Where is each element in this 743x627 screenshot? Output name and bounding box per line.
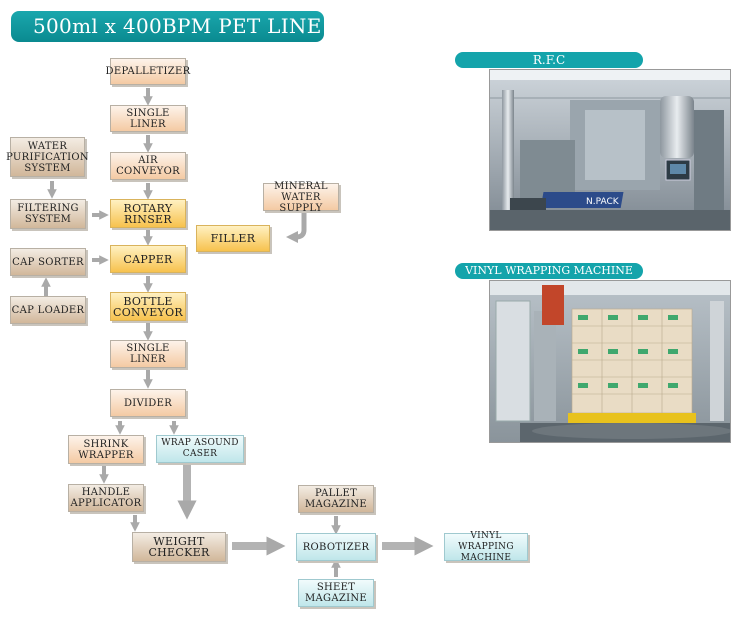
page-title: 500ml x 400BPM PET LINE <box>11 11 324 42</box>
vinyl-machine-image <box>490 281 730 442</box>
box-water-purification: WATER PURIFICATION SYSTEM <box>6 137 89 177</box>
box-sheet-magazine: SHEET MAGAZINE <box>298 579 374 607</box>
box-single-liner-2: SINGLE LINER <box>110 340 186 368</box>
box-mineral-water-supply: MINERAL WATER SUPPLY <box>263 181 339 214</box>
box-wrap-around-caser: WRAP ASOUND CASER <box>156 435 244 463</box>
vinyl-label: VINYL WRAPPING MACHINE <box>455 263 643 279</box>
box-bottle-conveyor: BOTTLE CONVEYOR <box>110 292 186 321</box>
box-capper: CAPPER <box>110 245 186 273</box>
box-vinyl-wrapping-machine: VINYL WRAPPING MACHINE <box>444 531 528 563</box>
box-pallet-magazine: PALLET MAGAZINE <box>298 485 374 513</box>
box-cap-loader: CAP LOADER <box>10 296 86 324</box>
box-air-conveyor: AIR CONVEYOR <box>110 152 186 180</box>
box-weight-checker: WEIGHT CHECKER <box>132 532 226 562</box>
rfc-panel-brand: N.PACK <box>586 197 620 207</box>
rfc-photo: N.PACK <box>489 69 731 231</box>
box-shrink-wrapper: SHRINK WRAPPER <box>68 435 144 464</box>
rfc-machine-image: N.PACK <box>490 70 730 230</box>
box-divider: DIVIDER <box>110 389 186 417</box>
box-depalletizer: DEPALLETIZER <box>106 58 190 85</box>
rfc-label: R.F.C <box>455 52 643 68</box>
box-handle-applicator: HANDLE APPLICATOR <box>68 484 144 512</box>
box-single-liner-1: SINGLE LINER <box>110 105 186 132</box>
arrow-mineral-filler <box>285 212 307 244</box>
box-filler: FILLER <box>196 225 270 252</box>
box-robotizer: ROBOTIZER <box>296 533 376 561</box>
box-cap-sorter: CAP SORTER <box>10 248 86 276</box>
box-rotary-rinser: ROTARY RINSER <box>110 199 186 228</box>
vinyl-photo <box>489 280 731 443</box>
box-filtering-system: FILTERING SYSTEM <box>10 199 86 229</box>
